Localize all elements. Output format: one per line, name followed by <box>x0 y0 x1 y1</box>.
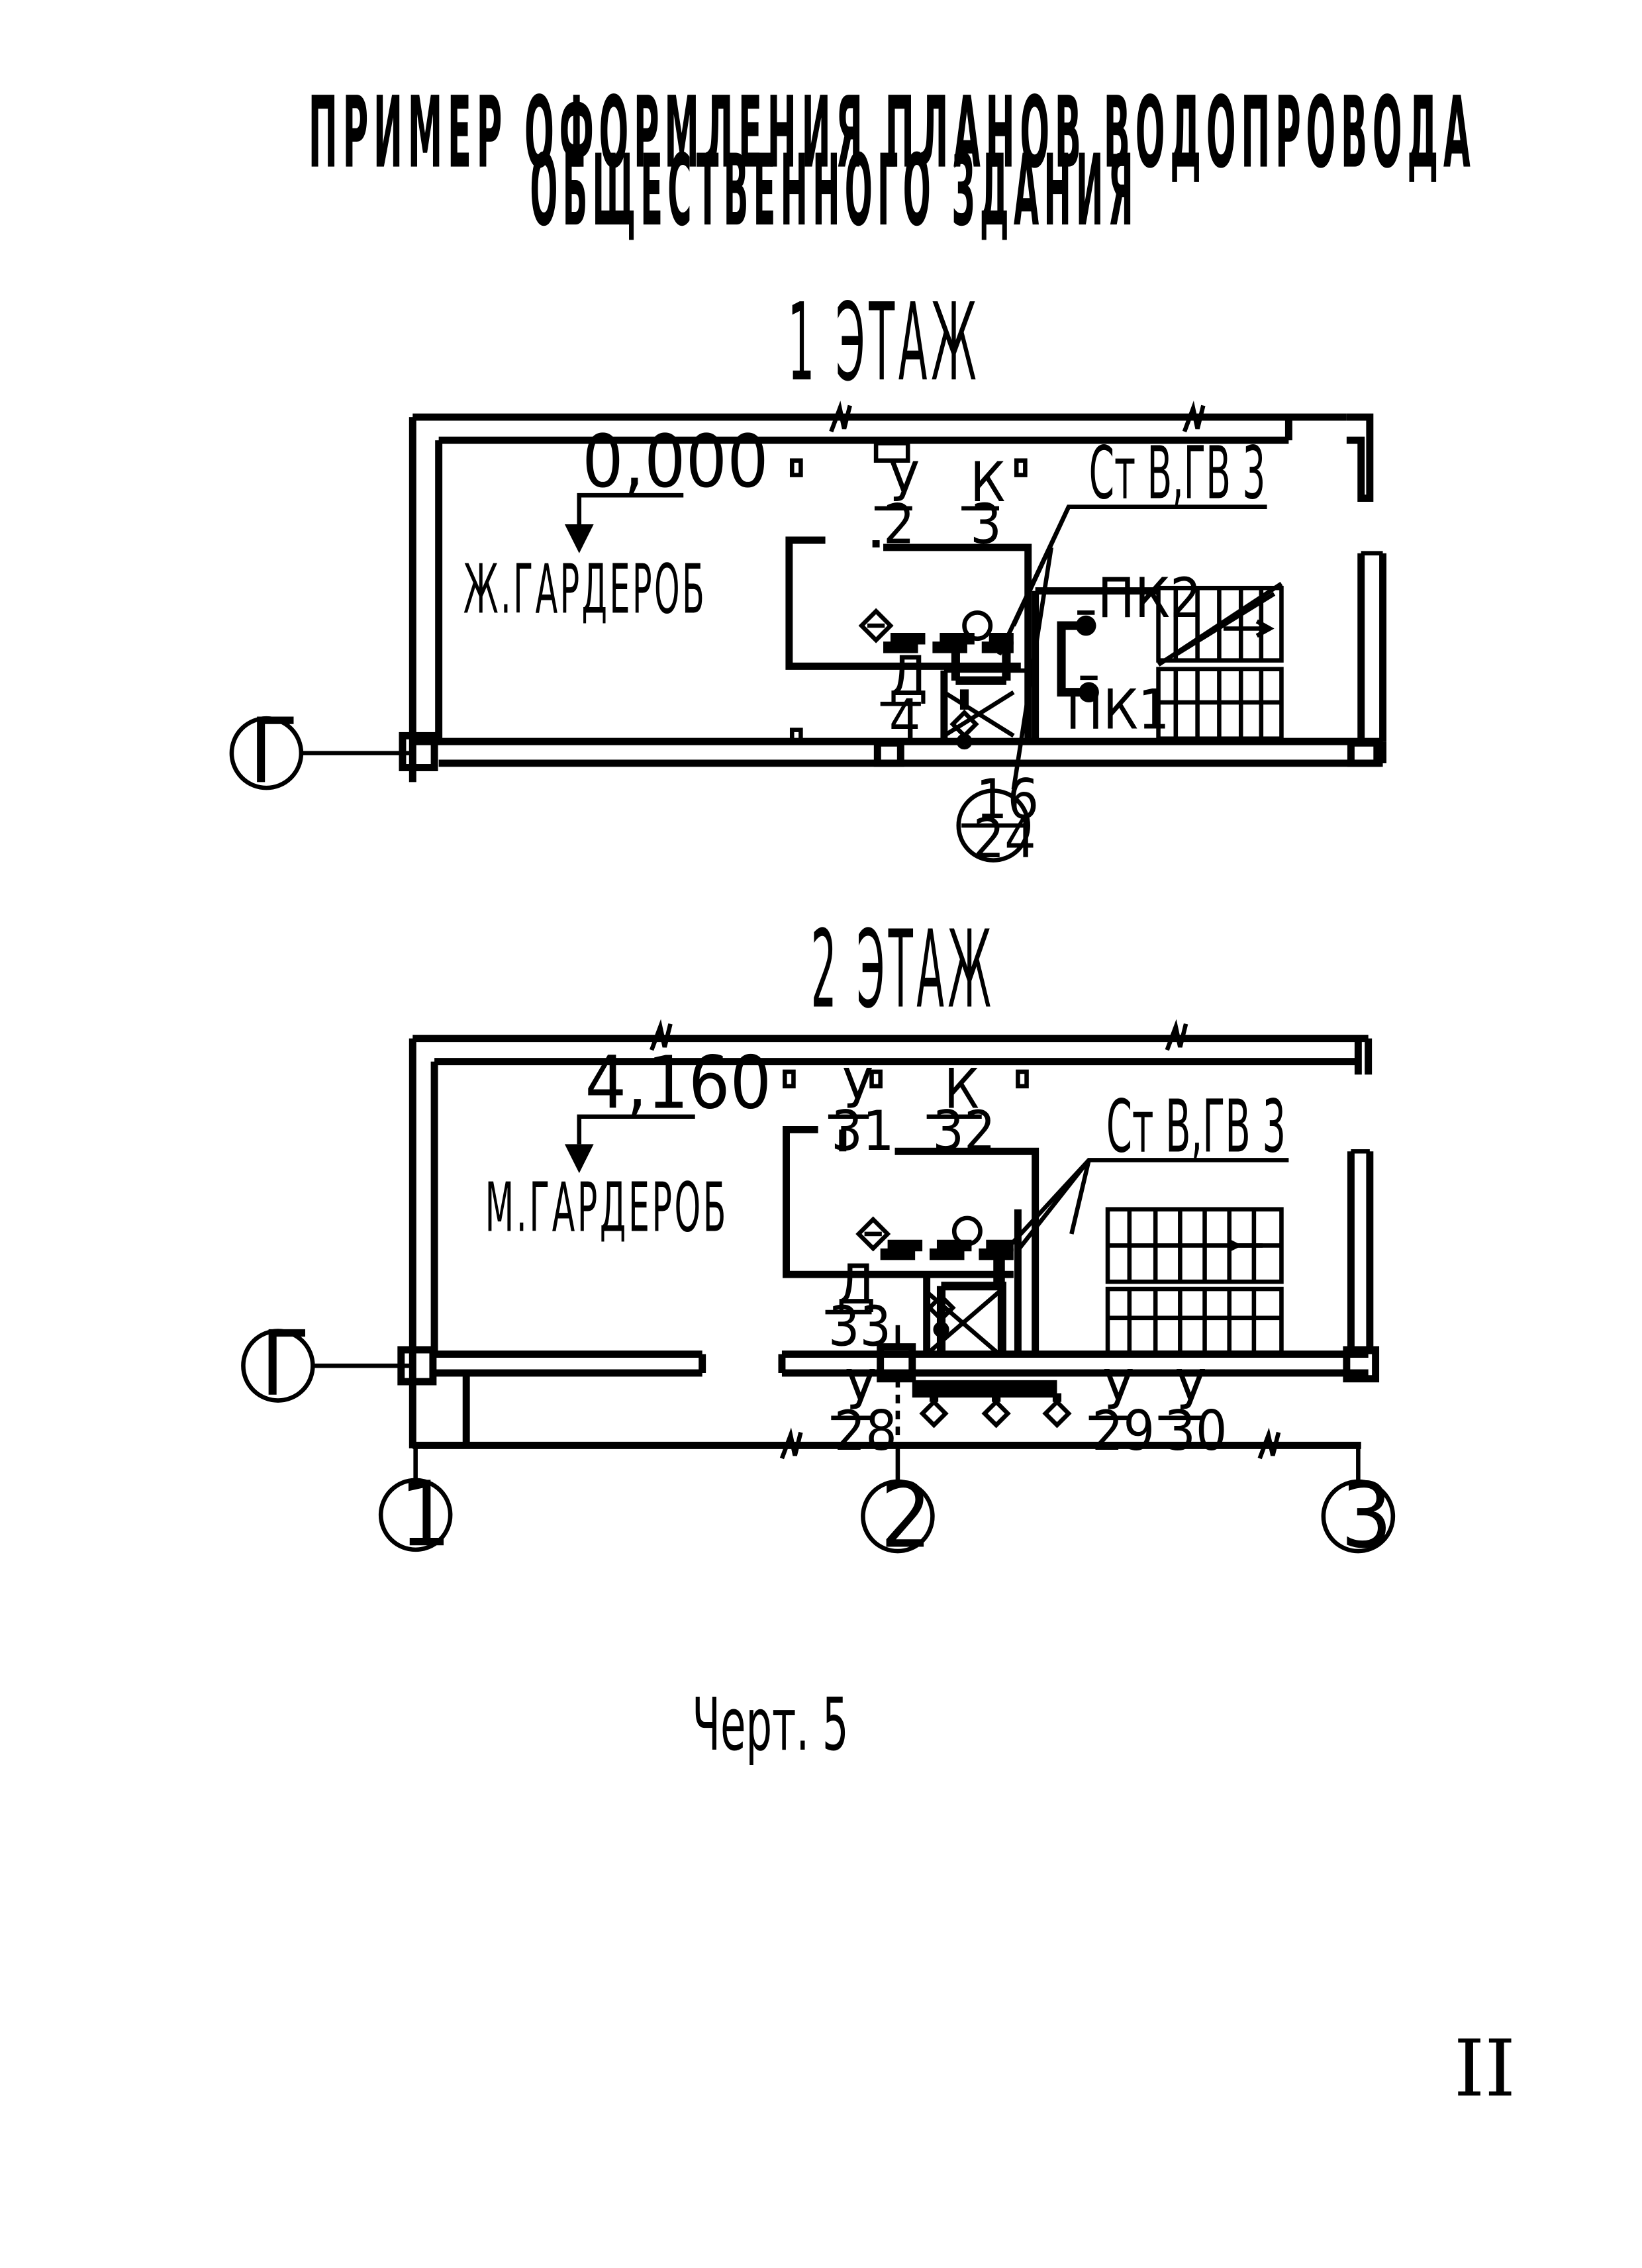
drawing-caption: Черт. 5 <box>692 1682 848 1767</box>
title-line-1: ПРИМЕР ОФОРМЛЕНИЯ ПЛАНОВ ВОДОПРОВОДА <box>309 76 1476 191</box>
code-u31-num: У <box>843 1057 873 1121</box>
floor-1-heading: 1 ЭТАЖ <box>788 281 981 405</box>
node-num: 16 <box>976 767 1039 831</box>
floor-2-heading: 2 ЭТАЖ <box>811 908 995 1032</box>
washbasin-icon <box>1042 1399 1072 1429</box>
floor-1-riser-label: Ст В,ГВ 3 <box>1089 431 1266 516</box>
axis-1-label: 1 <box>400 1462 452 1566</box>
axis-3-label: 3 <box>1341 1463 1392 1568</box>
code-u29-num: У <box>1103 1358 1134 1423</box>
fixture-icon <box>962 610 993 641</box>
floor-1-axis-g: Г <box>229 698 413 803</box>
floor-1-room-codes: У 2 К 3 Д 4 <box>874 450 1005 752</box>
code-k-den: 3 <box>970 492 1002 556</box>
code-u28-den: 28 <box>834 1399 897 1463</box>
floor-2-axis-2: 2 <box>861 1448 935 1568</box>
washbasin-icon <box>919 1399 949 1429</box>
washbasin-icon <box>855 1216 891 1252</box>
floor-1-elevation: 0,000 <box>582 419 769 504</box>
floor-1-walls <box>399 401 1387 782</box>
code-d-den: 4 <box>889 688 921 752</box>
washbasin-icon <box>858 608 894 643</box>
floor-1-node-bubble: 16 24 <box>956 547 1053 871</box>
node-den: 24 <box>973 806 1036 871</box>
code-u30-den: 30 <box>1164 1399 1227 1463</box>
title-line-2: ОБЩЕСТВЕННОГО ЗДАНИЯ <box>530 134 1138 248</box>
floor-1-elevation-mark: 0,000 <box>564 419 769 553</box>
floor-2-piping <box>855 1215 1072 1429</box>
floor-2-elevation-mark: 4,160 <box>564 1041 772 1174</box>
code-u-den: 2 <box>883 492 915 556</box>
floor-1-plan: 1 ЭТАЖ <box>229 281 1387 871</box>
floor-2-plan: 2 ЭТАЖ <box>241 908 1396 1568</box>
floor-1-riser-leader: Ст В,ГВ 3 <box>997 431 1267 656</box>
code-u-num: У <box>889 450 920 514</box>
floor-2-axis-1: 1 <box>378 1448 453 1566</box>
code-u29-den: 29 <box>1092 1399 1155 1463</box>
hydrant-1-label: ПК1 <box>1066 677 1170 741</box>
floor-2-elevation: 4,160 <box>585 1041 772 1125</box>
axis-g-label: Г <box>261 1311 310 1416</box>
code-k32-den: 32 <box>932 1099 995 1163</box>
page-number: II <box>1454 2023 1516 2114</box>
axis-2-label: 2 <box>881 1463 932 1568</box>
axis-g-label: Г <box>249 698 298 803</box>
floor-1-stair <box>1156 581 1284 741</box>
floor-2-riser-label: Ст В,ГВ 3 <box>1106 1084 1286 1168</box>
washbasin-icon <box>981 1399 1011 1429</box>
code-k-num: К <box>970 450 1005 514</box>
code-u28-num: У <box>845 1358 876 1423</box>
floor-1-room-label: Ж.ГАРДЕРОБ <box>463 550 706 629</box>
floor-1-piping: ПК2 ПК1 <box>858 566 1202 750</box>
floor-2-room-codes: У 31 К 32 Д 33 У 28 У 29 У 30 <box>825 1057 1227 1463</box>
floor-2-stair <box>1105 1207 1284 1355</box>
floor-2-axis-3: 3 <box>1321 1448 1396 1568</box>
floor-2-room-label: М.ГАРДЕРОБ <box>485 1169 728 1248</box>
code-u31-den: 31 <box>831 1099 894 1163</box>
floor-2-axis-g: Г <box>241 1311 413 1416</box>
code-d33-den: 33 <box>828 1294 891 1358</box>
floor-2-riser-leader: Ст В,ГВ 3 <box>1000 1084 1289 1256</box>
hydrant-2-icon <box>1075 615 1096 636</box>
hydrant-1-icon <box>1079 682 1099 703</box>
hydrant-2-label: ПК2 <box>1098 566 1202 630</box>
code-k32-num: К <box>944 1057 979 1121</box>
code-u30-num: У <box>1176 1358 1206 1423</box>
code-d-num: Д <box>889 644 928 708</box>
code-d33-num: Д <box>837 1252 875 1317</box>
